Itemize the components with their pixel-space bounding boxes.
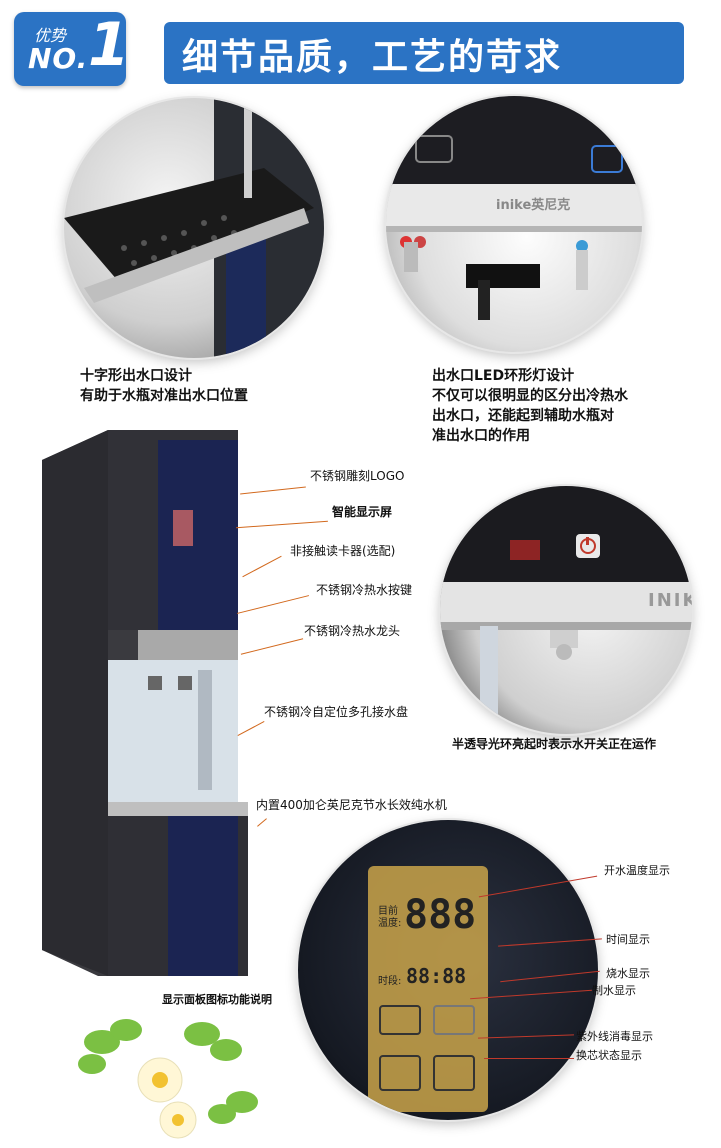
label-uv: 紫外线消毒显示 <box>576 1030 653 1043</box>
badge-no: NO. <box>28 42 89 75</box>
display-temp-digits: 888 <box>404 892 477 938</box>
callout-line-3 <box>242 555 282 578</box>
display-panel-caption: 显示面板图标功能说明 <box>162 993 272 1006</box>
banner-title: 细节品质，工艺的苛求 <box>182 37 563 78</box>
callout-line-1 <box>240 486 306 495</box>
led-faucet-desc-3: 准出水口的作用 <box>432 428 530 444</box>
badge-label: 优势 <box>34 26 67 45</box>
label-making-water: 制水显示 <box>592 984 636 997</box>
cross-faucet-title: 十字形出水口设计 <box>80 368 192 384</box>
callout-card-reader: 非接触读卡器(选配) <box>290 544 396 558</box>
label-boiling: 烧水显示 <box>606 967 650 980</box>
display-time-label: 时段: <box>378 976 402 987</box>
brand-logo: inike英尼克 <box>496 198 571 213</box>
cross-faucet-desc: 有助于水瓶对准出水口位置 <box>80 388 248 404</box>
led-faucet-closeup: inike英尼克 <box>386 96 642 352</box>
led-faucet-desc-2: 出水口，还能起到辅助水瓶对 <box>432 408 614 424</box>
badge-number: 1 <box>88 10 130 80</box>
callout-faucets: 不锈钢冷热水龙头 <box>304 624 401 638</box>
display-temp-label: 目前温度: <box>378 906 402 929</box>
led-faucet-title: 出水口LED环形灯设计 <box>432 368 575 384</box>
callout-screen: 智能显示屏 <box>332 505 393 519</box>
callout-line-5 <box>240 638 304 655</box>
led-faucet-desc-1: 不仅可以很明显的区分出冷热水 <box>432 388 628 404</box>
callout-drip-tray: 不锈钢冷自定位多孔接水盘 <box>264 705 409 719</box>
drip-tray-illustration <box>64 98 324 358</box>
display-panel-closeup: 目前温度: 888 时段: 88:88 <box>298 820 598 1120</box>
display-panel-illustration <box>368 866 488 1112</box>
dispenser-body <box>42 430 248 976</box>
power-glow-caption: 半透导光环亮起时表示水开关正在运作 <box>452 737 657 751</box>
title-banner <box>164 22 684 84</box>
water-dispenser-illustration <box>38 430 248 976</box>
display-line-6 <box>484 1058 574 1059</box>
drip-tray-closeup <box>64 98 324 358</box>
flower-illustration <box>78 1019 258 1139</box>
led-faucet-illustration <box>386 96 642 320</box>
power-switch-closeup: INIK <box>440 486 692 734</box>
label-boil-temp: 开水温度显示 <box>604 864 670 877</box>
display-time-digits: 88:88 <box>406 964 467 988</box>
callout-buttons: 不锈钢冷热水按键 <box>316 583 413 597</box>
label-time: 时间显示 <box>606 933 650 946</box>
callout-purifier: 内置400加仑英尼克节水长效纯水机 <box>256 798 447 812</box>
clover-flower-decoration <box>62 1002 272 1144</box>
callout-line-7 <box>257 818 267 827</box>
brand-logo-2: INIK <box>648 590 692 611</box>
callout-logo: 不锈钢雕刻LOGO <box>310 469 405 483</box>
label-filter-status: 换芯状态显示 <box>576 1049 642 1062</box>
advantage-badge <box>14 12 126 86</box>
callout-line-2 <box>236 520 328 529</box>
